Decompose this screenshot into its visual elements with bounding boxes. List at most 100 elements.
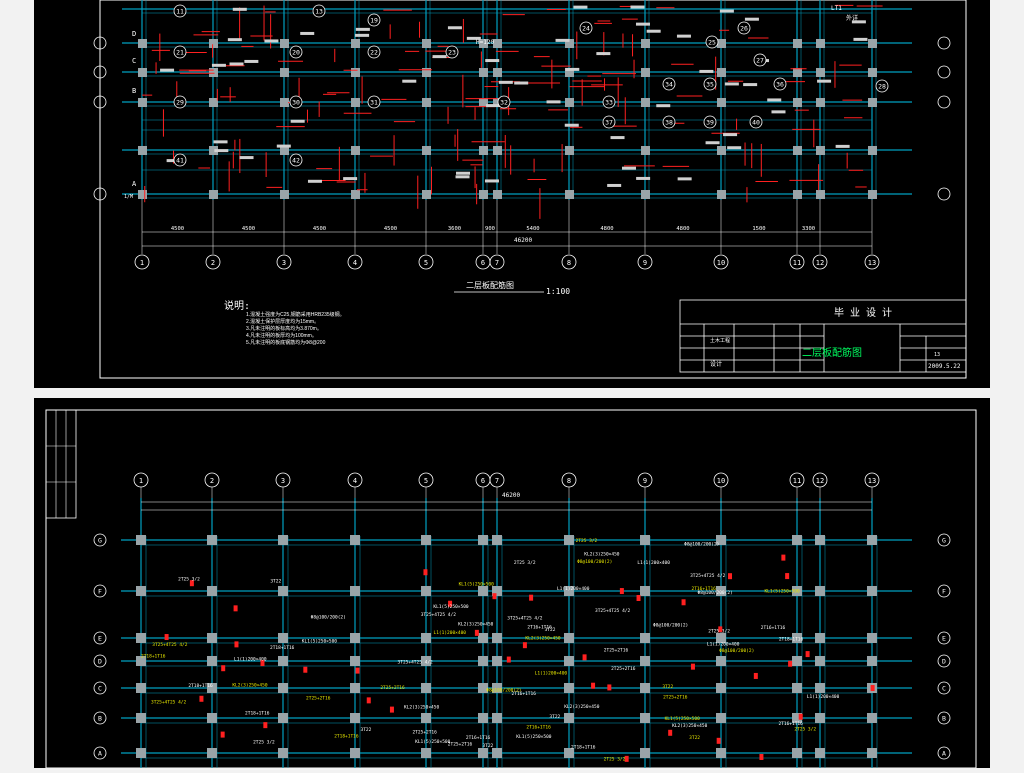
- column: [868, 68, 877, 77]
- column: [280, 98, 289, 107]
- rebar-note: [621, 166, 636, 170]
- axis-bubble: [937, 746, 951, 760]
- beam-label: 2T25+2T16: [306, 696, 331, 702]
- title-block-sheet-name: 二层板配筋图: [802, 346, 862, 359]
- column-rebar-mark: [870, 685, 875, 692]
- column: [209, 68, 218, 77]
- column-rebar-mark: [785, 573, 790, 580]
- axis-letter-label: D: [942, 658, 946, 666]
- column: [868, 146, 877, 155]
- column-rebar-mark: [591, 682, 596, 689]
- column: [815, 586, 825, 596]
- slab-number: 42: [292, 157, 300, 165]
- slab-number: 35: [706, 81, 714, 89]
- column: [792, 535, 802, 545]
- axis-bubble: [561, 472, 577, 488]
- column: [280, 39, 289, 48]
- column-rebar-mark: [303, 666, 308, 673]
- slab-number-bubble: [602, 95, 616, 109]
- axis-bubble: [93, 711, 107, 725]
- rebar-note: [851, 20, 866, 24]
- structural-grid: [122, 0, 912, 219]
- axis-bubble: [812, 254, 828, 270]
- rebar-note: [853, 37, 868, 41]
- slab-number: 33: [605, 99, 613, 107]
- column: [421, 656, 431, 666]
- column: [278, 633, 288, 643]
- beam-label: Φ8@100/200(2): [684, 542, 719, 548]
- axis-bubble: [93, 681, 107, 695]
- slab-number-bubble: [602, 115, 616, 129]
- slab-number: 31: [370, 99, 378, 107]
- column: [565, 146, 574, 155]
- beam-label: 2T25 3/2: [708, 629, 730, 635]
- column: [136, 586, 146, 596]
- column: [136, 656, 146, 666]
- column: [280, 190, 289, 199]
- axis-bubble: [561, 254, 577, 270]
- axis-number-label: 3: [281, 477, 285, 485]
- column: [564, 656, 574, 666]
- column: [717, 146, 726, 155]
- beam-label: KL2(3)250×450: [458, 622, 494, 628]
- column: [350, 683, 360, 693]
- beam-label: KL2(3)250×450: [672, 723, 708, 729]
- rebar-note: [636, 176, 651, 180]
- slab-number: 26: [740, 25, 748, 33]
- axis-letter-a: A: [132, 180, 137, 188]
- column: [136, 683, 146, 693]
- column: [492, 586, 502, 596]
- column: [564, 633, 574, 643]
- beam-label: 2T18+1T16: [188, 683, 213, 689]
- rebar-note: [656, 104, 671, 108]
- beam-label: Φ8@100/200(2): [486, 687, 521, 693]
- rebar-note: [166, 159, 181, 163]
- axis-number-label: 6: [481, 259, 485, 267]
- axis-number-label: 8: [567, 477, 571, 485]
- beam-label: L1(1)200×400: [557, 586, 590, 592]
- rebar-note: [355, 27, 370, 31]
- beam-label: 3T22: [662, 684, 673, 690]
- rebar-note: [596, 52, 611, 56]
- column: [815, 656, 825, 666]
- column-rebar-mark: [164, 634, 169, 641]
- column: [493, 39, 502, 48]
- column: [716, 586, 726, 596]
- slab-number-bubble: [289, 95, 303, 109]
- axis-letter-label: E: [942, 635, 946, 643]
- slab-number: 24: [582, 25, 590, 33]
- axis-bubble: [937, 711, 951, 725]
- axis-number-label: 6: [481, 477, 485, 485]
- slab-number: 19: [370, 17, 378, 25]
- column: [136, 713, 146, 723]
- beam-label: Φ8@100/200(2): [719, 648, 754, 654]
- beam-label: KL2(3)250×450: [584, 551, 620, 557]
- beam-label: L1(1)200×400: [434, 630, 467, 636]
- column: [564, 683, 574, 693]
- column: [421, 633, 431, 643]
- column: [640, 586, 650, 596]
- column-rebar-mark: [718, 626, 723, 633]
- slab-number-bubble: [773, 77, 787, 91]
- axis-letter-label: B: [98, 715, 102, 723]
- beam-label: Φ8@100/200(2): [653, 622, 688, 628]
- beam-label: 2T25+2T16: [604, 648, 629, 654]
- plan-scale: 1:100: [546, 287, 570, 296]
- column-rebar-mark: [788, 660, 793, 667]
- title-block-header: 毕 业 设 计: [834, 306, 892, 319]
- rebar-note: [699, 69, 714, 73]
- axis-letter-label: A: [98, 750, 102, 758]
- column: [564, 748, 574, 758]
- beam-label: 3T22: [689, 735, 700, 741]
- column: [350, 748, 360, 758]
- rebar-note: [546, 100, 561, 104]
- column: [209, 190, 218, 199]
- column: [421, 683, 431, 693]
- beam-label: KL1(5)250×500: [665, 716, 701, 722]
- title-block-design: 设计: [710, 360, 722, 368]
- column: [492, 713, 502, 723]
- column-rebar-mark: [798, 713, 803, 720]
- dimension-text: 4500: [384, 226, 397, 232]
